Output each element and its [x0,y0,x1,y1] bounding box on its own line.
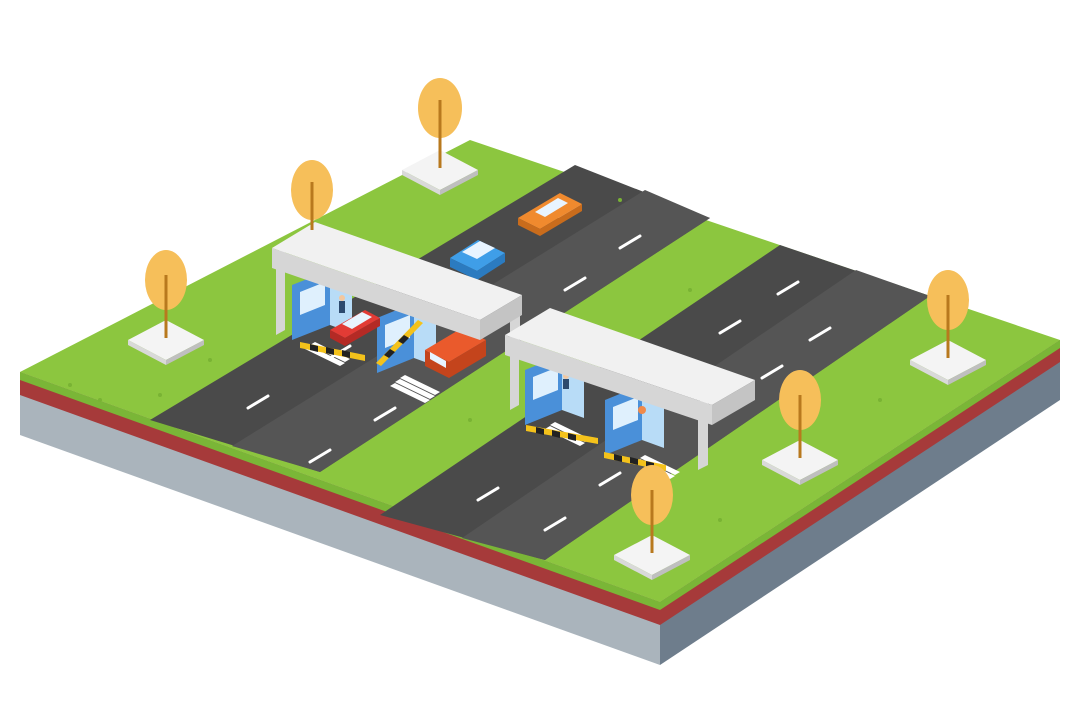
tree-icon [402,78,478,195]
car-red [330,310,380,346]
tree-6 [614,465,690,580]
tree-icon [291,160,333,230]
grass-edge-left [20,372,660,610]
tree-4 [910,270,986,385]
car-icon [330,310,380,346]
person-icon [339,295,345,313]
car-blue [450,240,505,280]
barrier-gate-icon [376,320,423,366]
barrier-gate-icon [300,342,365,361]
car-orange [518,193,582,236]
car-icon [450,240,505,280]
grass-dots [68,198,882,522]
tree-icon [910,270,986,385]
grass-edge-right [660,340,1060,610]
person-icon [638,406,646,414]
tree-1 [402,78,478,195]
barrier-gate-icon [526,425,598,444]
toll-plaza-right [505,308,755,471]
tree-5 [762,370,838,485]
canopy-right [505,308,755,470]
car-icon [518,193,582,236]
tree-2 [291,160,333,230]
tree-3 [128,250,204,365]
tree-icon [128,250,204,365]
tree-icon [762,370,838,485]
tree-icon [614,465,690,580]
